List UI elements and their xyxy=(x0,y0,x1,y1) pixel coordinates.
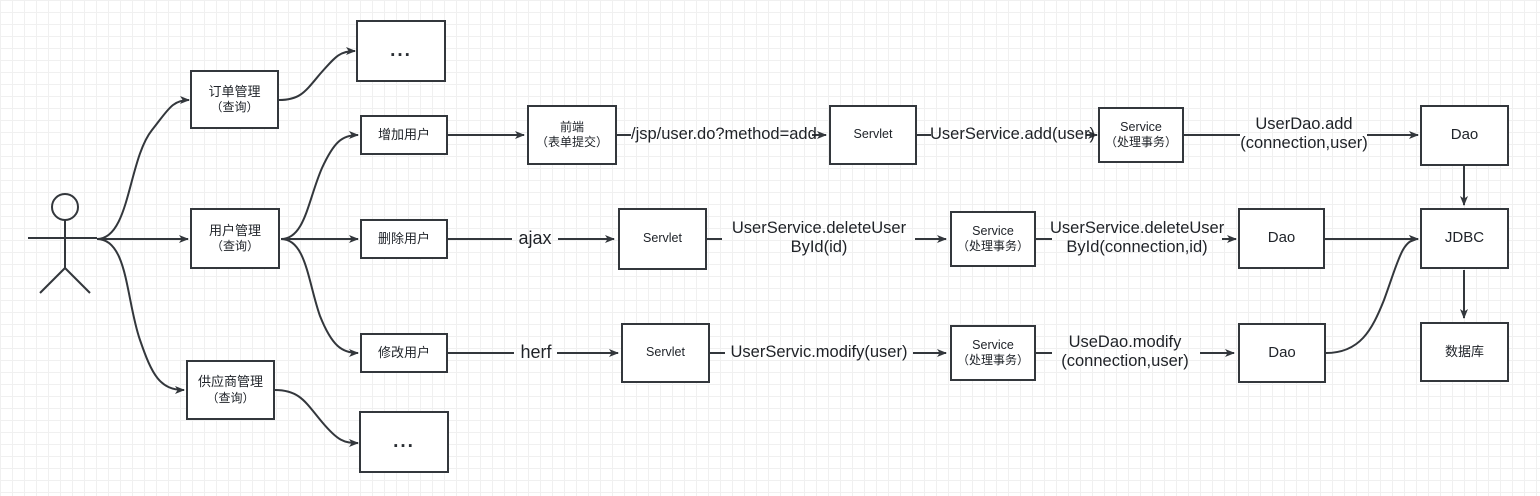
node-label: ... xyxy=(390,40,412,62)
node-dao-add[interactable]: Dao xyxy=(1420,105,1509,166)
edge-label-herf: herf xyxy=(520,342,552,362)
edge-label-modify-service: UserServic.modify(user) xyxy=(730,343,908,361)
node-label: 订单管理 xyxy=(208,83,261,99)
edge-label-jsp-add: /jsp/user.do?method=add xyxy=(631,125,817,143)
node-label: Dao xyxy=(1450,126,1479,144)
edge-label-deleteuser-dao: UserService.deleteUser ById(connection,i… xyxy=(1050,219,1225,257)
node-label: 增加用户 xyxy=(377,126,430,142)
node-label: 数据库 xyxy=(1444,343,1484,359)
user-actor xyxy=(28,193,97,294)
node-label: 删除用户 xyxy=(377,230,430,246)
node-servlet-delete[interactable]: Servlet xyxy=(618,208,707,270)
node-label: Service xyxy=(972,337,1014,352)
edge-label-deleteuser-service: UserService.deleteUser ById(id) xyxy=(731,219,907,257)
node-sublabel: （表单提交） xyxy=(535,135,608,149)
node-label: ... xyxy=(393,431,415,453)
node-service-modify[interactable]: Service （处理事务） xyxy=(950,325,1036,381)
node-delete-user[interactable]: 删除用户 xyxy=(360,219,448,259)
edge-label-modify-dao: UseDao.modify (connection,user) xyxy=(1061,333,1189,371)
node-label: Dao xyxy=(1267,229,1296,247)
node-servlet-modify[interactable]: Servlet xyxy=(621,323,710,383)
node-order-management[interactable]: 订单管理 （查询） xyxy=(190,70,279,129)
edge-label-userdao-add: UserDao.add (connection,user) xyxy=(1240,115,1368,153)
node-label: 前端 xyxy=(559,120,584,134)
node-sublabel: （查询） xyxy=(210,100,259,115)
node-label: Service xyxy=(972,223,1014,238)
node-label: Dao xyxy=(1268,343,1296,361)
node-servlet-add[interactable]: Servlet xyxy=(829,105,917,165)
node-database[interactable]: 数据库 xyxy=(1420,322,1509,382)
edge-label-userservice-add: UserService.add(user) xyxy=(930,125,1096,143)
node-label: Servlet xyxy=(643,231,682,246)
node-service-add[interactable]: Service （处理事务） xyxy=(1098,107,1184,163)
node-user-management[interactable]: 用户管理 （查询） xyxy=(190,208,280,269)
node-dao-modify[interactable]: Dao xyxy=(1238,323,1326,383)
node-dots-top[interactable]: ... xyxy=(356,20,446,82)
node-label: 供应商管理 xyxy=(197,374,263,390)
node-label: Service xyxy=(1120,119,1162,134)
node-label: 修改用户 xyxy=(377,344,430,360)
node-supplier-management[interactable]: 供应商管理 （查询） xyxy=(186,360,275,420)
node-frontend[interactable]: 前端 （表单提交） xyxy=(527,105,617,165)
node-sublabel: （处理事务） xyxy=(956,353,1029,368)
node-label: Servlet xyxy=(853,127,893,142)
edge-user-to-add xyxy=(280,131,359,240)
node-sublabel: （处理事务） xyxy=(956,239,1029,254)
node-label: Servlet xyxy=(646,345,685,360)
node-modify-user[interactable]: 修改用户 xyxy=(360,333,448,373)
edge-actor-to-order xyxy=(96,96,190,240)
edge-actor-to-supplier xyxy=(96,238,185,394)
edge-label-ajax: ajax xyxy=(518,228,552,248)
node-dots-bottom[interactable]: ... xyxy=(359,411,449,473)
node-dao-delete[interactable]: Dao xyxy=(1238,208,1325,269)
node-label: JDBC xyxy=(1444,229,1485,247)
node-service-delete[interactable]: Service （处理事务） xyxy=(950,211,1036,267)
node-sublabel: （查询） xyxy=(210,239,259,254)
node-sublabel: （查询） xyxy=(206,390,255,405)
edge-user-to-mod xyxy=(280,238,359,357)
edge-order-to-dots xyxy=(278,47,356,101)
edge-dao-mod-to-jdbc xyxy=(1325,235,1419,354)
edge-supplier-to-dots xyxy=(274,389,359,447)
node-jdbc[interactable]: JDBC xyxy=(1420,208,1509,269)
node-add-user[interactable]: 增加用户 xyxy=(360,115,448,155)
node-label: 用户管理 xyxy=(208,222,261,238)
node-sublabel: （处理事务） xyxy=(1104,135,1177,150)
